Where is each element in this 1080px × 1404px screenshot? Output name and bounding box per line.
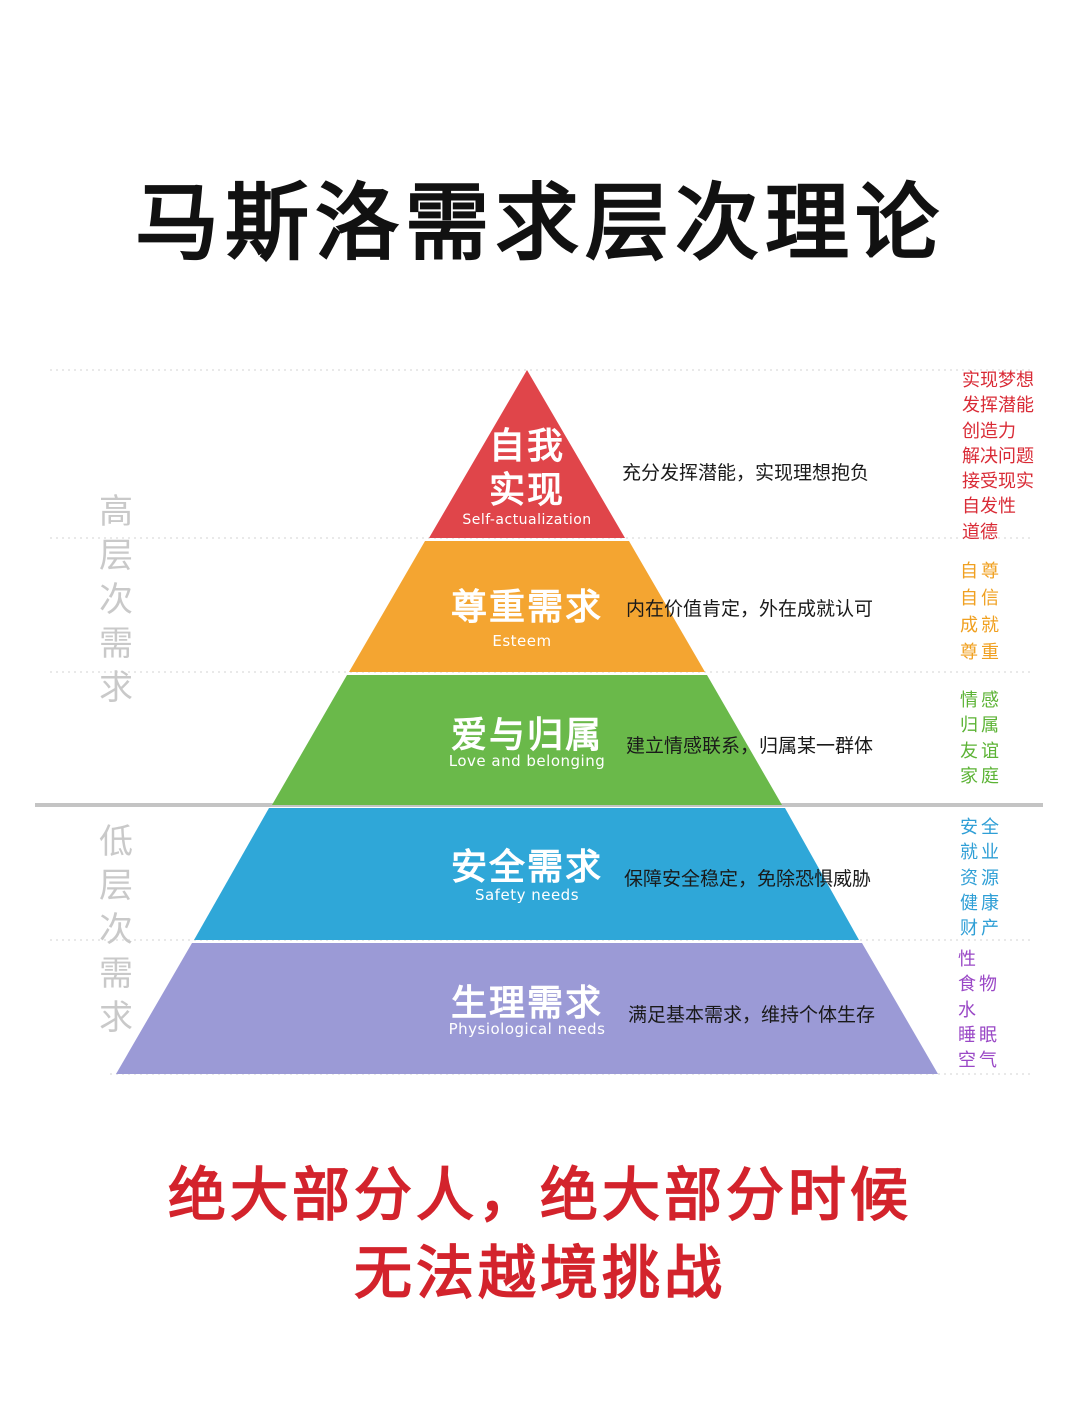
keyword-item: 道德 (962, 521, 998, 543)
keyword-item: 创造力 (962, 420, 1016, 442)
high-level-label: 高层次需求 (96, 490, 136, 710)
keyword-item: 归属 (960, 715, 1002, 737)
keyword-item: 资源 (960, 867, 1002, 889)
keyword-item: 财产 (960, 918, 1002, 940)
keyword-item: 食物 (958, 974, 1000, 996)
side-label-char: 需 (99, 624, 133, 664)
layer-subtitle-love: Love and belonging (448, 752, 606, 770)
keywords-love: 情感归属友谊家庭 (960, 688, 1002, 789)
pyramid-layer-love (272, 675, 782, 805)
keyword-item: 发挥潜能 (962, 395, 1034, 417)
keyword-item: 自发性 (962, 496, 1016, 518)
side-label-char: 层 (99, 536, 133, 576)
layer-title-safety: 安全需求 (450, 847, 603, 888)
keyword-item: 情感 (960, 690, 1002, 711)
pyramid-layer-esteem (349, 541, 705, 672)
keyword-item: 睡眠 (958, 1024, 1000, 1046)
keyword-item: 尊重 (960, 642, 1002, 663)
keywords-safety: 安全就业资源健康财产 (960, 815, 1002, 941)
keyword-item: 空气 (958, 1050, 1000, 1072)
layer-description-love: 建立情感联系，归属某一群体 (626, 735, 874, 757)
conclusion-line-2: 无法越境挑战 (353, 1239, 726, 1307)
layer-title-physiological: 生理需求 (450, 983, 603, 1024)
keyword-item: 接受现实 (962, 471, 1034, 493)
side-label-char: 次 (99, 580, 133, 620)
layer-title-esteem: 尊重需求 (450, 587, 603, 628)
layer-description-safety: 保障安全稳定，免除恐惧威胁 (624, 868, 872, 890)
conclusion-line-1: 绝大部分人，绝大部分时候 (167, 1161, 912, 1229)
keyword-item: 自信 (960, 588, 1002, 609)
keyword-item: 水 (958, 999, 979, 1021)
keywords-esteem: 自尊自信成就尊重 (960, 558, 1002, 666)
layer-description-self-actualization: 充分发挥潜能，实现理想抱负 (622, 462, 870, 484)
side-label-char: 次 (99, 910, 133, 950)
keyword-item: 健康 (960, 892, 1002, 914)
keyword-item: 家庭 (960, 765, 1002, 787)
layer-title-line: 自我 (488, 426, 565, 467)
layer-description-physiological: 满足基本需求，维持个体生存 (628, 1004, 876, 1026)
keyword-item: 就业 (960, 842, 1002, 864)
layer-title-line: 实现 (488, 470, 565, 511)
layer-description-esteem: 内在价值肯定，外在成就认可 (626, 598, 874, 620)
side-label-char: 求 (99, 668, 133, 708)
low-level-label: 低层次需求 (96, 820, 136, 1040)
pyramid-layer-self-actualization (429, 370, 625, 538)
pyramid-layer-safety (194, 808, 859, 940)
keyword-item: 友谊 (960, 740, 1002, 762)
keywords-physiological: 性食物水睡眠空气 (958, 947, 1000, 1073)
keyword-item: 自尊 (960, 561, 1002, 582)
keyword-item: 解决问题 (962, 445, 1034, 467)
side-label-char: 高 (99, 492, 133, 532)
side-label-char: 求 (99, 998, 133, 1038)
keyword-item: 性 (958, 949, 979, 970)
keywords-self-actualization: 实现梦想发挥潜能创造力解决问题接受现实自发性道德 (962, 368, 1034, 545)
layer-subtitle-physiological: Physiological needs (448, 1020, 606, 1038)
layer-subtitle-safety: Safety needs (474, 886, 580, 904)
side-label-char: 低 (99, 822, 133, 862)
layer-title-self-actualization: 自我 实现 (467, 425, 587, 513)
keyword-item: 安全 (960, 817, 1002, 838)
pyramid-layer-physiological (116, 943, 938, 1074)
layer-subtitle-esteem: Esteem (492, 632, 552, 650)
keyword-item: 实现梦想 (962, 370, 1034, 391)
layer-title-love: 爱与归属 (450, 715, 603, 756)
keyword-item: 成就 (960, 615, 1002, 636)
side-label-char: 需 (99, 954, 133, 994)
side-label-char: 层 (99, 866, 133, 906)
page-title: 马斯洛需求层次理论 (134, 174, 945, 272)
layer-subtitle-self-actualization: Self-actualization (462, 512, 592, 528)
